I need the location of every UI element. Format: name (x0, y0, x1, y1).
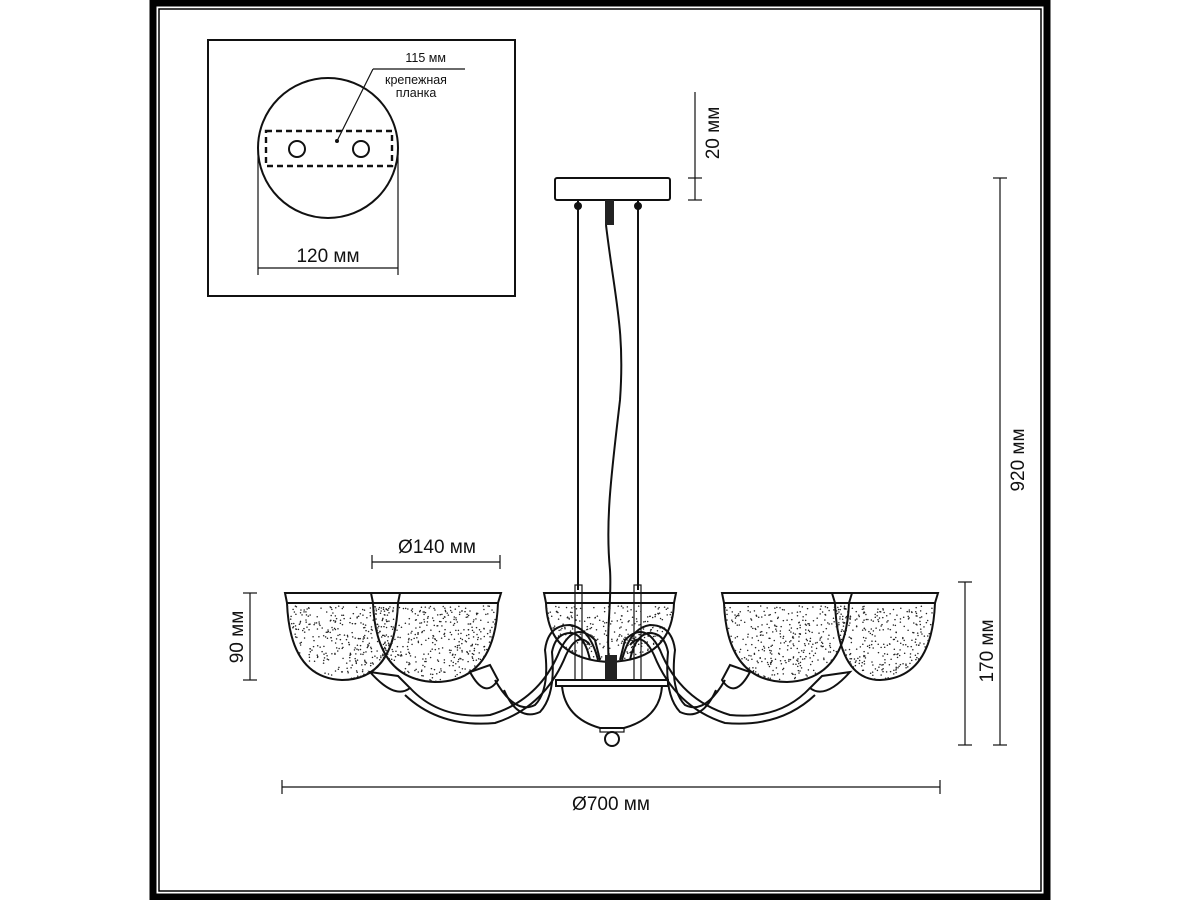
shade-2 (369, 592, 503, 684)
shades (283, 592, 940, 684)
shade-1 (283, 592, 402, 682)
screw-hole-left (288, 140, 306, 158)
glass-stipple (835, 605, 935, 680)
center-body (555, 655, 669, 747)
bar-label-line2: планка (396, 86, 437, 100)
canopy-diameter-label: 120 мм (296, 246, 359, 267)
shade-4 (720, 592, 854, 684)
arms (367, 623, 853, 725)
canopy (554, 177, 671, 681)
canopy-height-label: 20 мм (703, 107, 724, 160)
mounting-bar-outline (264, 129, 394, 168)
mounting-inset: 115 мм крепежная планка 120 мм (207, 39, 516, 297)
body-height-label: 170 мм (977, 619, 998, 682)
bar-width-label: 115 мм (405, 51, 446, 65)
canopy-plate-circle (257, 77, 399, 219)
shade-diameter-label: Ø140 мм (398, 537, 476, 558)
shade-3 (542, 592, 678, 664)
shade-height-label: 90 мм (227, 611, 248, 664)
leader-line (336, 68, 374, 142)
glass-stipple (287, 605, 398, 680)
bar-label-line1: крепежная (385, 73, 447, 87)
total-height-label: 920 мм (1008, 428, 1029, 491)
drawing-frame (149, 0, 1051, 900)
screw-hole-right (352, 140, 370, 158)
glass-stipple (724, 605, 849, 682)
dimension-lines: 20 мм 920 мм 170 мм 90 мм Ø140 мм Ø700 м… (227, 92, 1029, 815)
total-diameter-label: Ø700 мм (572, 794, 650, 815)
